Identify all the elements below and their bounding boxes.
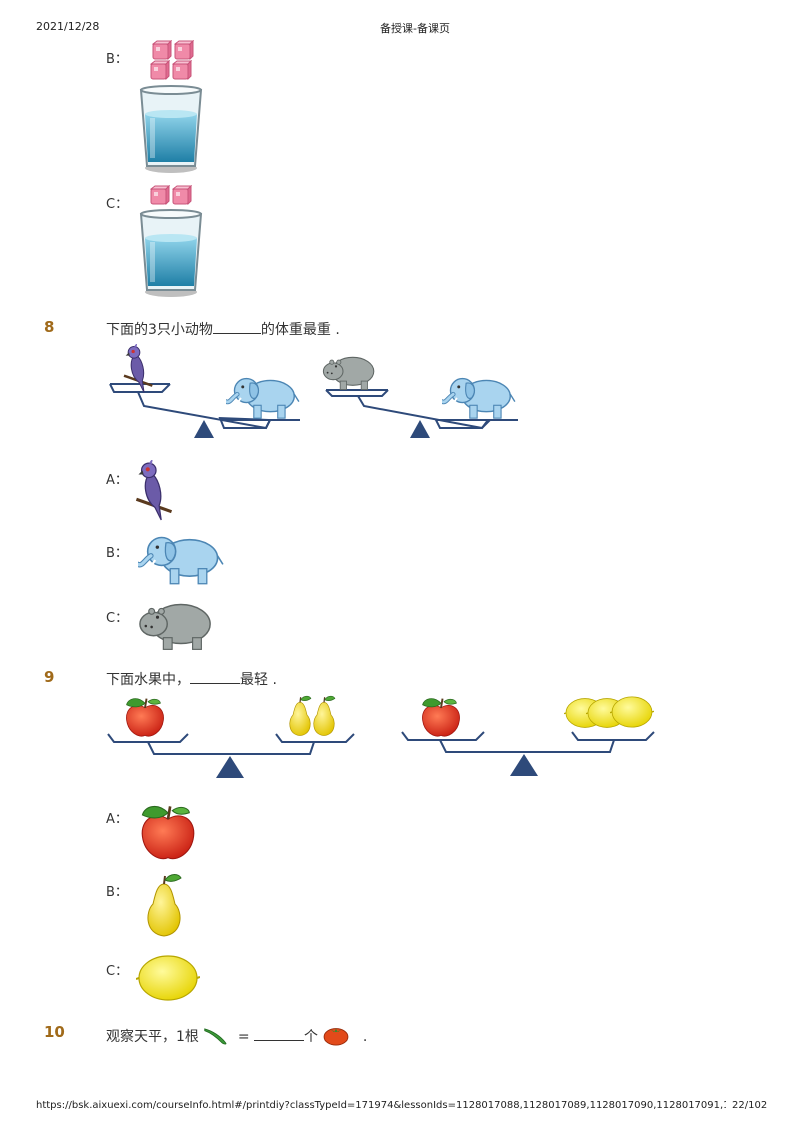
option-label[interactable]: A： — [106, 812, 128, 827]
water-glass-icon — [140, 209, 202, 298]
answer-blank[interactable] — [212, 333, 261, 334]
sugar-cubes-4 — [150, 40, 196, 82]
header-date: 2021/12/28 — [36, 20, 100, 33]
balance-figure-fruits — [107, 695, 655, 778]
option-label[interactable]: B： — [106, 885, 128, 900]
sugar-cube-icon — [150, 40, 194, 80]
apple-icon — [140, 805, 196, 861]
answer-blank[interactable] — [254, 1040, 305, 1041]
green-bean-icon — [204, 1028, 227, 1045]
option-label[interactable]: C： — [106, 964, 129, 979]
lemon-icon — [136, 954, 200, 1002]
question-text: 下面的3只小动物的体重最重 . — [106, 322, 340, 338]
header-title: 备授课-备课页 — [380, 22, 450, 35]
tomato-icon — [324, 1028, 349, 1046]
option-label[interactable]: C： — [106, 197, 129, 212]
pear-icon — [146, 873, 183, 938]
water-glass-icon — [140, 85, 202, 174]
question-number: 8 — [44, 318, 55, 336]
option-label[interactable]: B： — [106, 52, 128, 67]
question-number: 9 — [44, 668, 55, 686]
footer-url: https://bsk.aixuexi.com/courseInfo.html#… — [36, 1100, 726, 1111]
parrot-icon — [134, 460, 174, 522]
option-label[interactable]: C： — [106, 611, 129, 626]
hippo-icon — [139, 603, 211, 651]
question-text: 下面水果中，最轻 . — [106, 672, 277, 688]
page-number: 22/102 — [732, 1100, 768, 1111]
answer-blank[interactable] — [190, 683, 240, 684]
option-label[interactable]: B： — [106, 546, 128, 561]
question-number: 10 — [44, 1023, 65, 1041]
elephant-icon — [138, 532, 224, 586]
sugar-cube-icon — [150, 185, 192, 205]
option-label[interactable]: A： — [106, 473, 128, 488]
question-text: 观察天平，1根 = 个 . — [106, 1024, 367, 1046]
balance-figure-animals — [109, 344, 518, 438]
